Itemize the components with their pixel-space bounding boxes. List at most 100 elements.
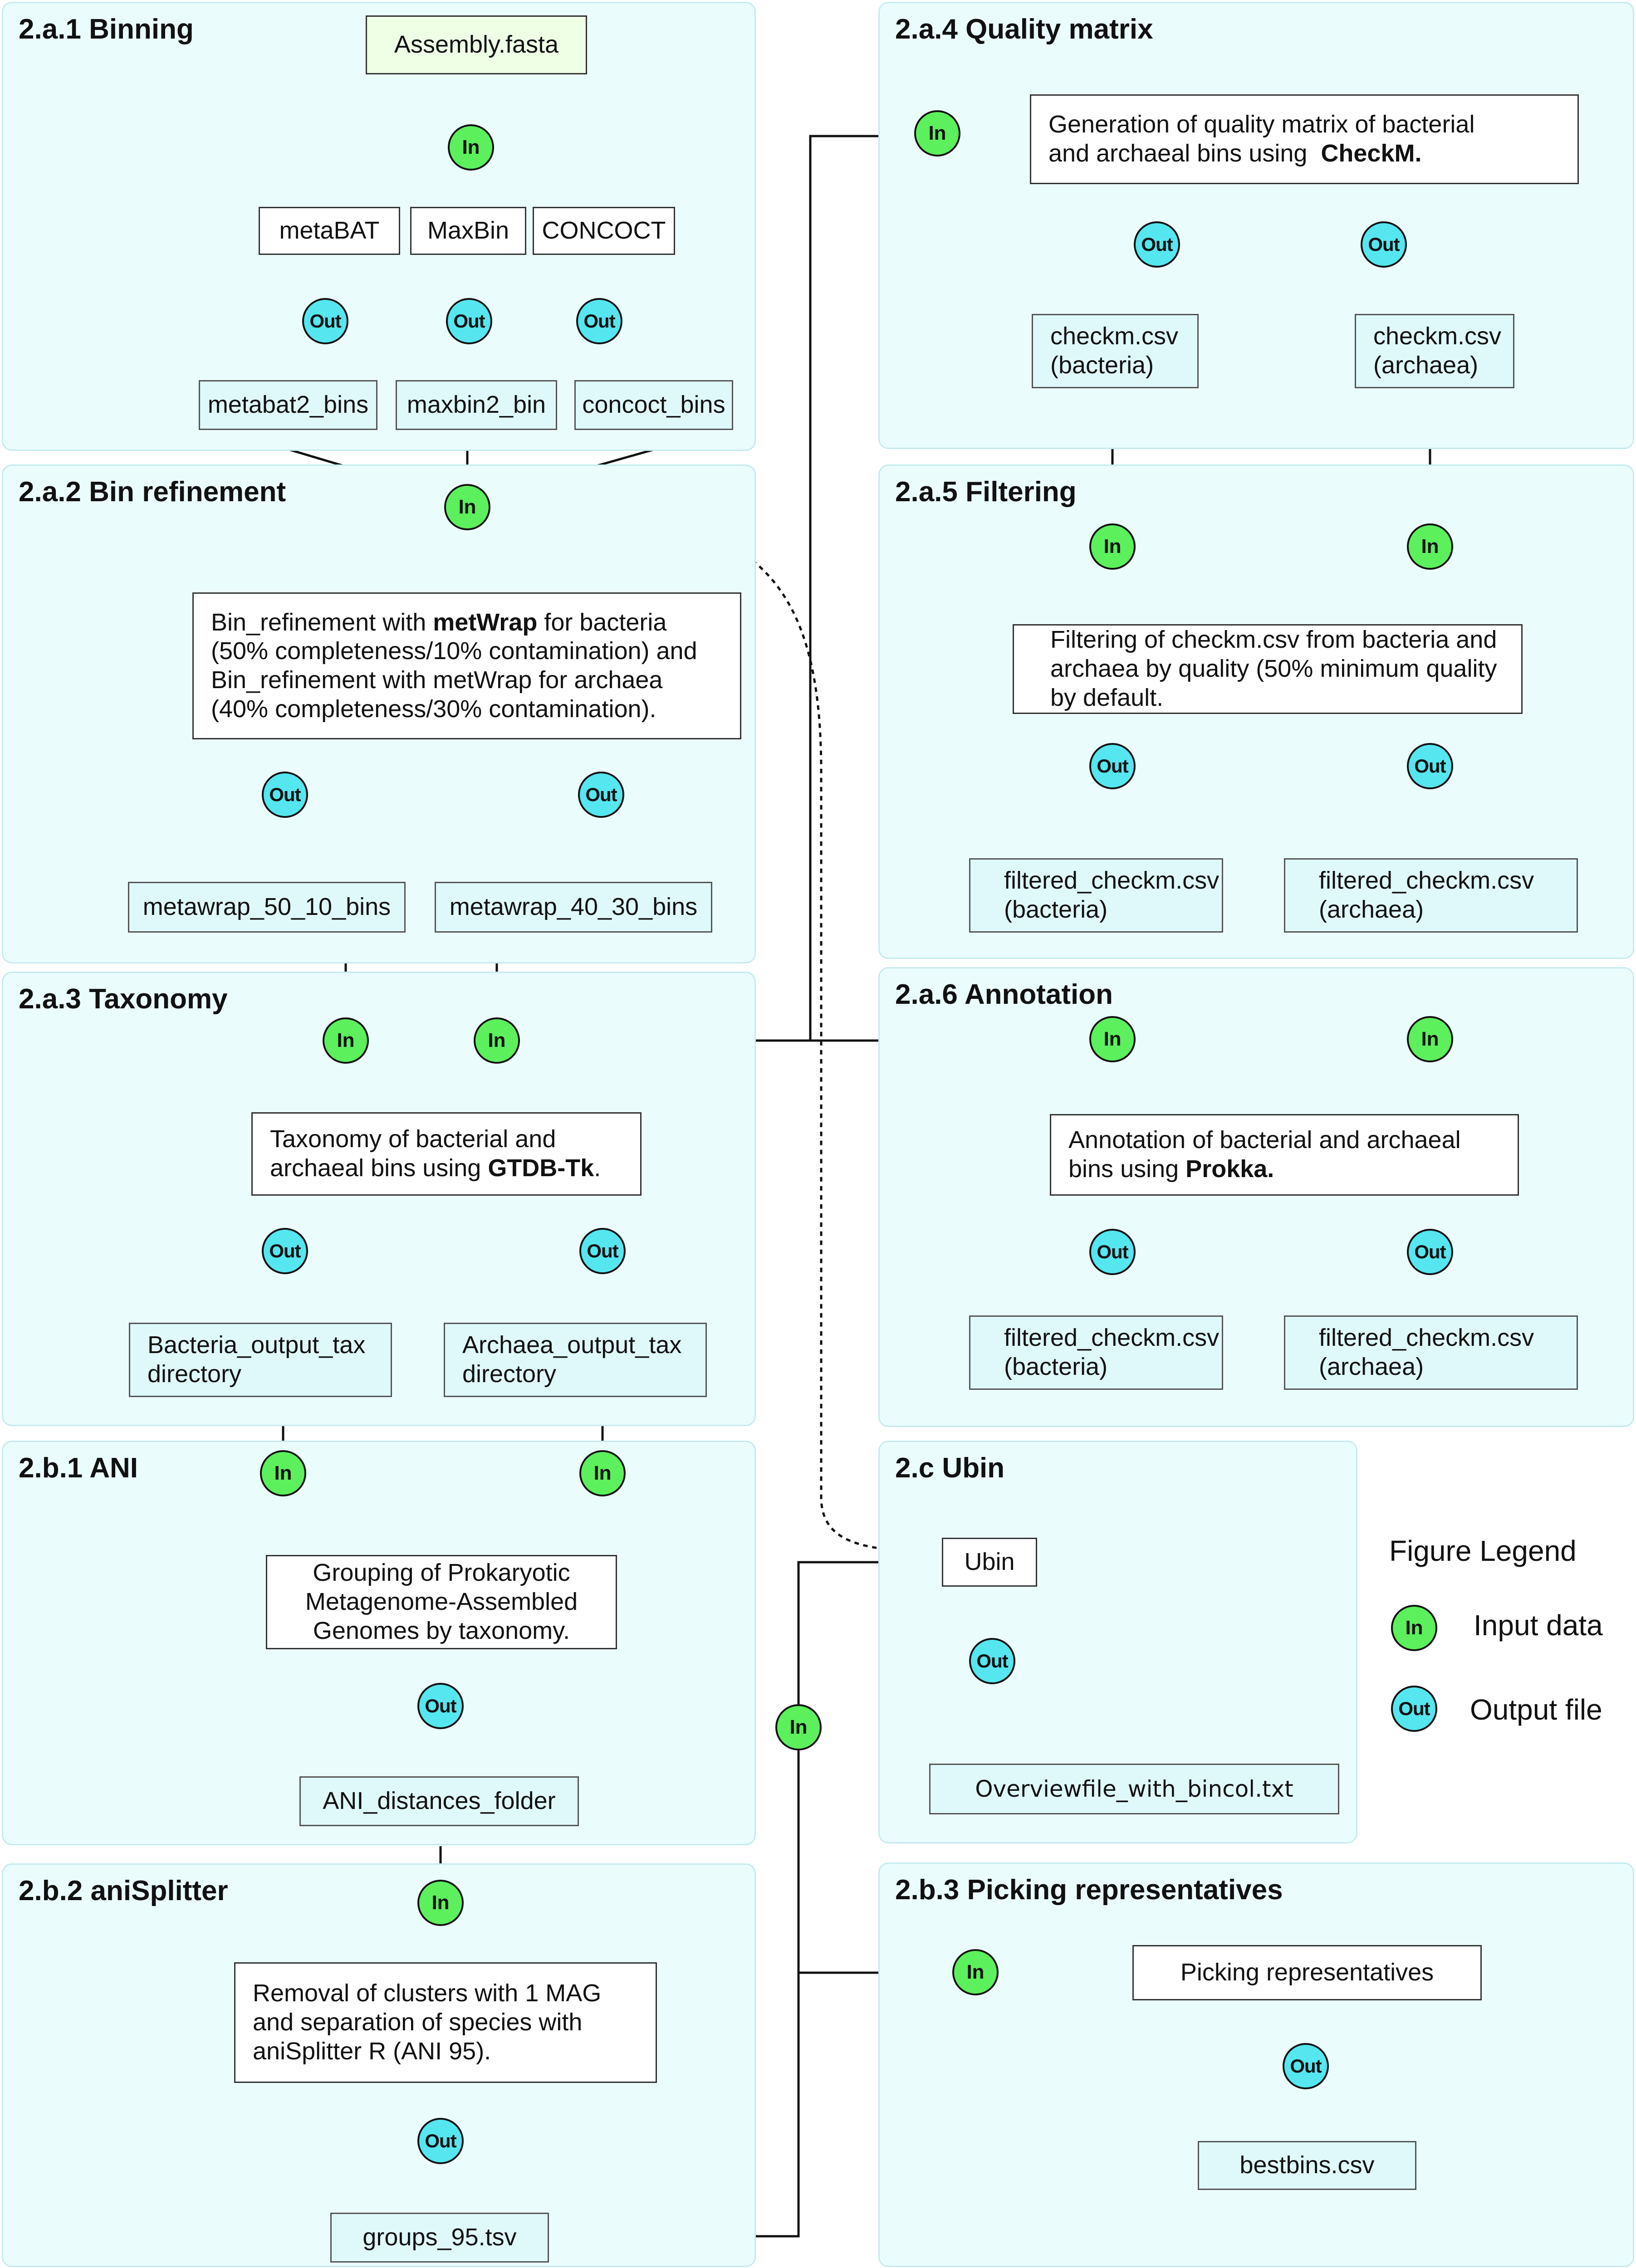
- file-line-2: (bacteria): [1004, 896, 1108, 923]
- file-annotation-filtered-archaea: filtered_checkm.csv(archaea): [1284, 1315, 1578, 1390]
- tool-maxbin: MaxBin: [410, 207, 526, 255]
- panel-quality-matrix: 2.a.4 Quality matrix: [878, 2, 1634, 449]
- input-node: In: [444, 484, 490, 530]
- output-node: Out: [1361, 221, 1407, 268]
- output-node-label: Out: [1414, 1241, 1446, 1262]
- panel-title: 2.a.2 Bin refinement: [19, 476, 286, 508]
- file-label: ANI_distances_folder: [323, 1787, 556, 1815]
- tool-label: metaBAT: [279, 217, 380, 244]
- tool-name-bold: CheckM.: [1321, 140, 1422, 167]
- input-node-label: In: [593, 1462, 612, 1484]
- panel-title: 2.a.3 Taxonomy: [19, 983, 228, 1015]
- file-label: metabat2_bins: [207, 391, 369, 419]
- file-metabat2-bins: metabat2_bins: [199, 380, 377, 430]
- input-node: In: [474, 1017, 520, 1064]
- output-node-label: Out: [976, 1650, 1008, 1672]
- file-text: filtered_checkm.csv(bacteria): [1004, 1324, 1219, 1381]
- step-taxonomy: Taxonomy of bacterial and archaeal bins …: [251, 1112, 642, 1196]
- panel-title: 2.b.1 ANI: [19, 1452, 138, 1484]
- output-node-label: Out: [425, 2130, 456, 2151]
- output-node-label: Out: [1398, 1698, 1430, 1719]
- output-node-label: Out: [1141, 234, 1173, 255]
- output-node: Out: [1089, 743, 1136, 789]
- output-node: Out: [302, 298, 348, 344]
- output-node-label: Out: [309, 310, 341, 332]
- output-node-label: Out: [425, 1695, 456, 1716]
- file-line-2: directory: [462, 1360, 557, 1388]
- file-line-1: checkm.csv: [1373, 323, 1502, 350]
- output-node: Out: [579, 1228, 626, 1274]
- file-concoct-bins: concoct_bins: [574, 380, 733, 430]
- step-anisplitter: Removal of clusters with 1 MAG and separ…: [234, 1962, 657, 2083]
- text-part: and archaeal bins using: [1048, 140, 1321, 167]
- input-node: In: [1407, 1016, 1453, 1062]
- step-prokka-annotation: Annotation of bacterial and archaeal bin…: [1050, 1114, 1519, 1196]
- file-metawrap-50-10-bins: metawrap_50_10_bins: [128, 882, 406, 933]
- file-groups-95-tsv: groups_95.tsv: [330, 2213, 549, 2263]
- step-line-1: Generation of quality matrix of bacteria…: [1048, 111, 1475, 138]
- output-node-label: Out: [587, 1240, 618, 1261]
- file-checkm-csv-archaea: checkm.csv(archaea): [1355, 314, 1514, 388]
- output-node: Out: [1134, 221, 1180, 268]
- output-node: Out: [417, 1683, 464, 1729]
- file-label: Overviewfile_with_bincol.txt: [975, 1775, 1293, 1802]
- step-ani-grouping: Grouping of Prokaryotic Metagenome-Assem…: [266, 1555, 617, 1649]
- legend-output-label: Output file: [1470, 1693, 1602, 1726]
- file-maxbin2-bin: maxbin2_bin: [396, 380, 557, 430]
- input-node-label: In: [1421, 535, 1439, 557]
- step-line-1: Bin_refinement with metWrap for bacteria: [211, 608, 697, 637]
- file-text: checkm.csv(archaea): [1373, 322, 1501, 380]
- input-node-label: In: [1421, 1028, 1439, 1050]
- step-line-1: Removal of clusters with 1 MAG: [253, 1980, 602, 2007]
- input-node: In: [914, 110, 960, 156]
- input-node-label: In: [274, 1462, 292, 1484]
- step-line-2: and separation of species with: [253, 2009, 583, 2036]
- panel-title: 2.b.2 aniSplitter: [19, 1875, 228, 1906]
- file-line-2: (archaea): [1319, 1353, 1424, 1380]
- step-line-3: aniSplitter R (ANI 95).: [253, 2037, 491, 2065]
- input-node-label: In: [1103, 1028, 1122, 1050]
- step-line-2: archaeal bins using GTDB-Tk.: [270, 1154, 601, 1183]
- input-node: In: [1089, 523, 1136, 570]
- input-node-label: In: [431, 1892, 450, 1914]
- input-node: In: [448, 124, 494, 171]
- output-node: Out: [446, 298, 492, 344]
- step-checkm-quality-matrix: Generation of quality matrix of bacteria…: [1030, 94, 1579, 184]
- step-line-2: and archaeal bins using CheckM.: [1048, 139, 1474, 168]
- file-line-2: (archaea): [1319, 896, 1424, 923]
- file-label: maxbin2_bin: [407, 391, 546, 419]
- panel-title: 2.a.1 Binning: [19, 14, 194, 45]
- text-part: for bacteria: [537, 608, 667, 636]
- file-line-2: (bacteria): [1050, 352, 1154, 379]
- output-node: Out: [262, 772, 308, 818]
- step-line-4: (40% completeness/30% contamination).: [211, 695, 656, 723]
- step-line-2: archaea by quality (50% minimum quality: [1050, 655, 1497, 683]
- file-label: metawrap_50_10_bins: [142, 893, 391, 921]
- output-node: Out: [1283, 2043, 1329, 2089]
- tool-picking-representatives: Picking representatives: [1132, 1945, 1482, 2000]
- panel-picking-representatives: 2.b.3 Picking representatives: [878, 1862, 1634, 2267]
- file-checkm-csv-bacteria: checkm.csv(bacteria): [1032, 314, 1199, 388]
- tool-label: MaxBin: [427, 217, 509, 244]
- input-node-label: In: [789, 1716, 808, 1738]
- input-node-label: In: [928, 122, 946, 144]
- step-text: Generation of quality matrix of bacteria…: [1048, 110, 1474, 168]
- output-node-label: Out: [1097, 755, 1128, 777]
- file-ani-distances-folder: ANI_distances_folder: [299, 1776, 579, 1826]
- output-node-label: Out: [453, 310, 485, 332]
- text-part: Bin_refinement with: [211, 608, 433, 636]
- tool-concoct: CONCOCT: [533, 207, 675, 255]
- step-text: Filtering of checkm.csv from bacteria an…: [1050, 626, 1497, 712]
- assembly-fasta-label: Assembly.fasta: [394, 31, 559, 59]
- output-node-label: Out: [1097, 1241, 1128, 1262]
- step-line-3: Bin_refinement with metWrap for archaea: [211, 666, 663, 694]
- text-part: archaeal bins using: [270, 1154, 488, 1182]
- file-text: filtered_checkm.csv(archaea): [1319, 866, 1534, 924]
- input-node: In: [775, 1704, 822, 1750]
- file-filtered-checkm-bacteria: filtered_checkm.csv(bacteria): [969, 858, 1223, 933]
- text-part: bins using: [1068, 1155, 1186, 1183]
- file-annotation-filtered-bacteria: filtered_checkm.csv(bacteria): [969, 1315, 1223, 1390]
- step-line-1: Taxonomy of bacterial and: [270, 1125, 556, 1153]
- file-text: filtered_checkm.csv(bacteria): [1004, 866, 1219, 924]
